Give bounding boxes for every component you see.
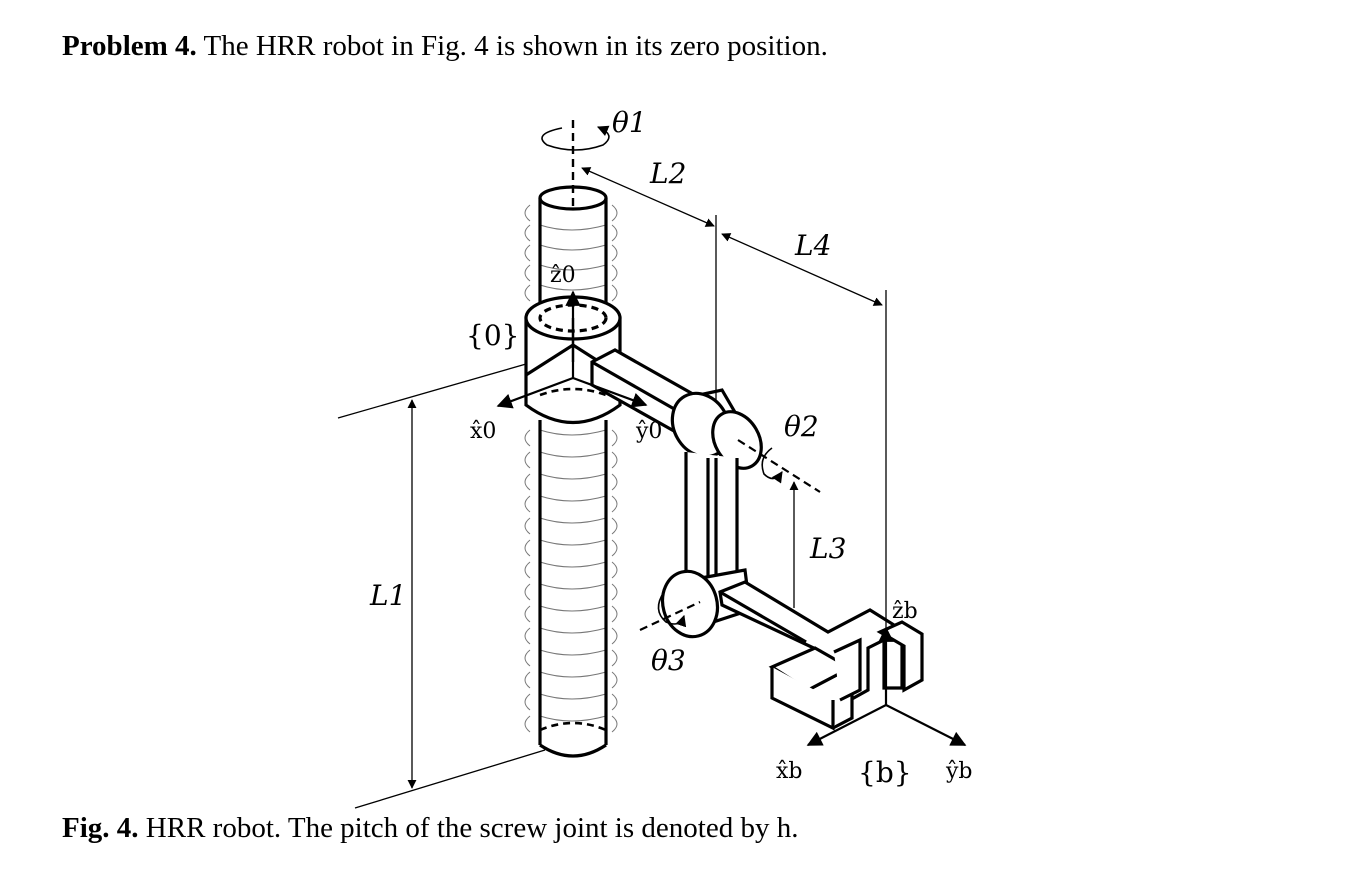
frame-b-axes <box>806 626 967 746</box>
l1-label: L1 <box>369 579 406 612</box>
link-3 <box>684 452 739 584</box>
frame-b-label: {b} <box>858 756 912 789</box>
frame-0-label: {0} <box>466 319 519 352</box>
l3-label: L3 <box>809 532 846 565</box>
figure-caption: Fig. 4. HRR robot. The pitch of the scre… <box>62 812 798 845</box>
theta1-label: θ1 <box>612 106 647 139</box>
problem-text: The HRR robot in Fig. 4 is shown in its … <box>196 30 828 62</box>
theta3-axis <box>639 591 701 631</box>
y0-label: ŷ0 <box>635 419 662 444</box>
z0-label: ẑ0 <box>550 263 576 288</box>
zb-label: ẑb <box>892 599 918 624</box>
theta2-axis <box>737 439 821 493</box>
theta1-axis <box>541 120 610 210</box>
frame-0-axes <box>496 290 648 409</box>
caption-text: HRR robot. The pitch of the screw joint … <box>138 812 799 844</box>
revolute-joint-2 <box>670 388 763 470</box>
xb-label: x̂b <box>776 759 803 784</box>
caption-label: Fig. 4. <box>62 812 139 844</box>
l2-l4-dimension <box>581 167 887 700</box>
problem-label: Problem 4. <box>62 30 197 62</box>
problem-statement: Problem 4. The HRR robot in Fig. 4 is sh… <box>62 30 828 63</box>
l2-label: L2 <box>649 157 686 190</box>
yb-label: ŷb <box>945 759 973 784</box>
gripper <box>718 580 924 731</box>
theta3-label: θ3 <box>651 644 686 677</box>
l1-dimension <box>337 359 546 809</box>
theta2-label: θ2 <box>784 410 819 443</box>
x0-label: x̂0 <box>470 419 496 444</box>
l4-label: L4 <box>794 229 831 262</box>
